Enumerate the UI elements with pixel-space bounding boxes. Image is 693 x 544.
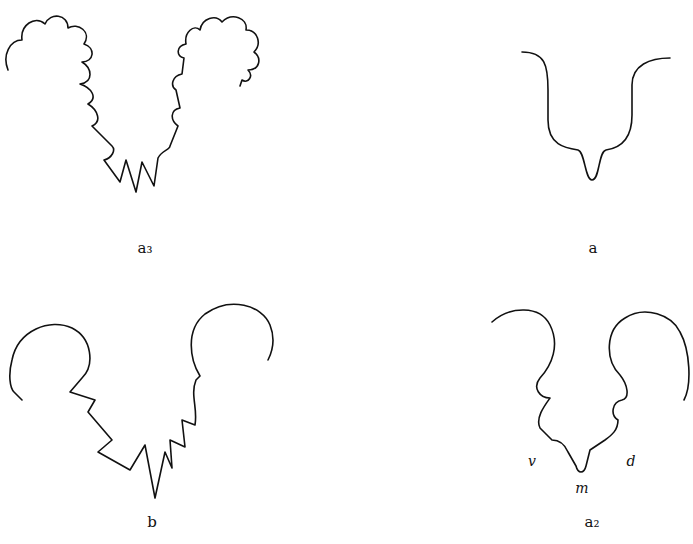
- suture-line-a: [522, 52, 670, 180]
- figure-label: a₂: [585, 514, 600, 531]
- lobe-label: m: [575, 481, 588, 496]
- suture-line-b: [10, 304, 273, 498]
- suture-line-a2: [492, 310, 689, 472]
- figure-label: a₃: [138, 240, 153, 257]
- lobe-label: v: [528, 454, 536, 469]
- suture-line-a3: [6, 16, 259, 192]
- figure-label: b: [147, 514, 157, 531]
- figure-label: a: [589, 240, 598, 257]
- lobe-label: d: [627, 454, 636, 469]
